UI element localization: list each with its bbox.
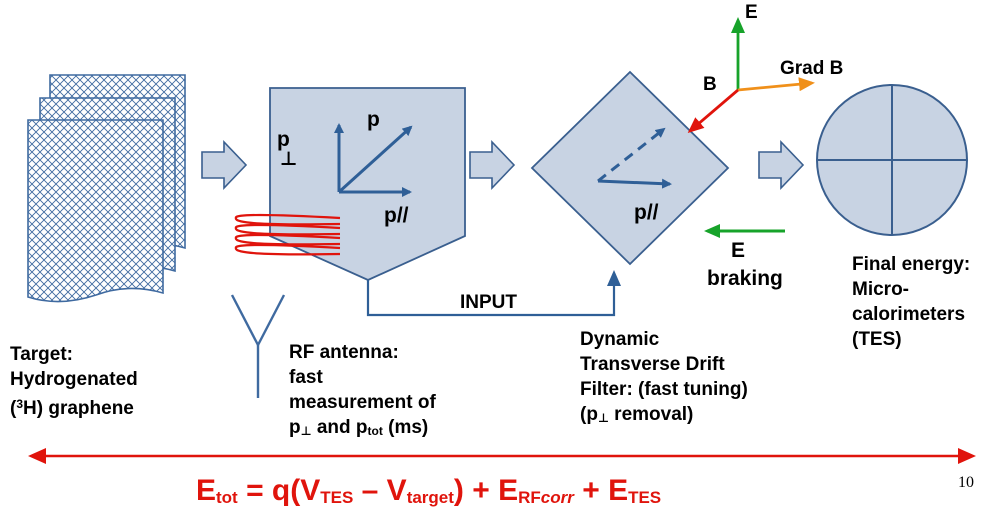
p-parallel-label: p// [384,204,409,227]
gradb-axis-label: Grad B [780,58,844,79]
microcalorimeter-icon [816,84,968,236]
flow-arrow-3 [758,140,805,190]
graphene-target-icon [27,74,186,303]
b-axis-label: B [703,74,717,95]
braking-e-label: E [731,239,746,262]
perp-symbol: ⊥ [280,149,298,170]
p-perp-label: p [277,128,290,151]
momentum-vectors [334,123,413,197]
braking-label: braking [707,267,783,290]
field-axes [687,17,815,133]
e-axis-label: E [745,2,758,23]
rf-coil-icon [234,213,341,256]
drift-filter-diamond [530,70,730,266]
filter-vectors [597,127,672,189]
final-energy-label: Final energy: Micro- calorimeters (TES) [852,254,971,350]
p-total-label: p [367,108,380,131]
filter-p-parallel-label: p// [634,201,659,224]
energy-formula: Etot = q(VTES – Vtarget) + ERFcorr + ETE… [196,474,662,507]
page-number: 10 [958,474,974,491]
rf-antenna-label: RF antenna: fast measurement of p⊥ and p… [289,342,436,438]
input-label: INPUT [460,292,517,313]
target-label: Target: Hydrogenated (3H) graphene [10,344,138,419]
energy-span-arrow [28,448,976,464]
flow-arrow-2 [469,140,516,190]
antenna-icon [230,294,286,398]
measurement-chamber [269,87,466,281]
filter-description-label: Dynamic Transverse Drift Filter: (fast t… [580,329,748,425]
input-feedback-line [366,270,621,317]
flow-arrow-1 [201,140,248,190]
